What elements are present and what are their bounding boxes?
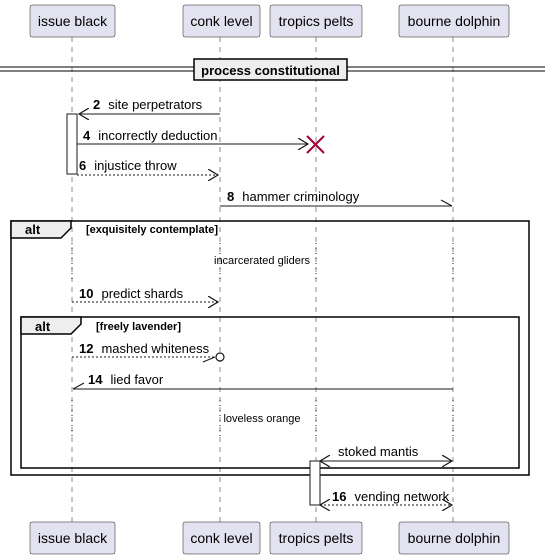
message-number: 14: [88, 372, 103, 387]
message-number: 6: [79, 158, 86, 173]
message-6: 6 injustice throw: [77, 157, 218, 175]
message-text: lied favor: [110, 372, 163, 387]
divider-label: process constitutional: [201, 63, 340, 78]
fragment-guard: [exquisitely contemplate]: [86, 224, 218, 236]
message-number: 16: [332, 489, 346, 504]
fragment-alt-inner: alt [freely lavender]: [20, 316, 520, 469]
participant-label: conk level: [190, 13, 252, 29]
participant-label: issue black: [38, 13, 108, 29]
message-4: 4 incorrectly deduction: [77, 127, 325, 154]
participant-issue-black-top[interactable]: issue black: [29, 4, 116, 38]
participant-bourne-dolphin-top[interactable]: bourne dolphin: [398, 4, 510, 38]
participant-label: bourne dolphin: [408, 13, 501, 29]
message-16: 16 vending network: [320, 488, 452, 505]
fragment-keyword: alt: [35, 319, 51, 334]
message-text: stoked mantis: [338, 444, 419, 459]
fragment-guard: [freely lavender]: [96, 321, 181, 333]
participant-conk-level-top[interactable]: conk level: [182, 4, 261, 38]
message-12: 12 mashed whiteness: [72, 340, 225, 363]
delay-label: incarcerated gliders: [214, 255, 310, 267]
message-number: 12: [79, 341, 93, 356]
participant-label: tropics pelts: [279, 13, 354, 29]
message-4-label: 4 incorrectly deduction: [83, 127, 217, 144]
message-text: hammer criminology: [242, 189, 360, 204]
message-6-label: 6 injustice throw: [79, 157, 177, 174]
delay-2: loveless orange: [71, 400, 454, 437]
delay-1: incarcerated gliders: [71, 243, 454, 280]
message-14-label: 14 lied favor: [88, 371, 164, 388]
message-text: site perpetrators: [108, 97, 202, 112]
message-10-label: 10 predict shards: [79, 285, 184, 302]
message-12-label: 12 mashed whiteness: [79, 340, 210, 357]
message-number: 4: [83, 128, 91, 143]
participant-conk-level-bottom[interactable]: conk level: [182, 521, 261, 555]
participant-label: conk level: [190, 530, 252, 546]
fragment-alt-outer: alt [exquisitely contemplate]: [10, 220, 530, 476]
participant-bourne-dolphin-bottom[interactable]: bourne dolphin: [398, 521, 510, 555]
message-text: predict shards: [101, 286, 183, 301]
message-number: 2: [93, 97, 100, 112]
message-8-label: 8 hammer criminology: [227, 188, 360, 205]
message-2-label: 2 site perpetrators: [93, 96, 203, 113]
destroy-icon: [306, 135, 325, 154]
message-16-label: 16 vending network: [332, 488, 450, 505]
message-number: 8: [227, 189, 234, 204]
message-2: 2 site perpetrators: [79, 96, 220, 114]
message-10: 10 predict shards: [72, 285, 218, 302]
participant-tropics-pelts-bottom[interactable]: tropics pelts: [269, 521, 363, 555]
participant-issue-black-bottom[interactable]: issue black: [29, 521, 116, 555]
message-text: injustice throw: [94, 158, 177, 173]
activation-bar: [66, 113, 78, 175]
participant-label: bourne dolphin: [408, 530, 501, 546]
lifelines: [71, 37, 454, 522]
message-text: mashed whiteness: [101, 341, 209, 356]
participant-tropics-pelts-top[interactable]: tropics pelts: [269, 4, 363, 38]
message-8: 8 hammer criminology: [220, 188, 453, 207]
activation-bar: [309, 460, 321, 506]
message-stoked-mantis: stoked mantis: [320, 444, 452, 461]
message-text: vending network: [354, 489, 449, 504]
divider: process constitutional: [0, 58, 545, 81]
message-text: incorrectly deduction: [98, 128, 217, 143]
message-14: 14 lied favor: [72, 371, 453, 390]
fragment-keyword: alt: [25, 222, 41, 237]
participant-label: tropics pelts: [279, 530, 354, 546]
message-number: 10: [79, 286, 93, 301]
message-stoked-mantis-label: stoked mantis: [338, 444, 419, 459]
delay-label: loveless orange: [223, 413, 300, 425]
participant-label: issue black: [38, 530, 108, 546]
